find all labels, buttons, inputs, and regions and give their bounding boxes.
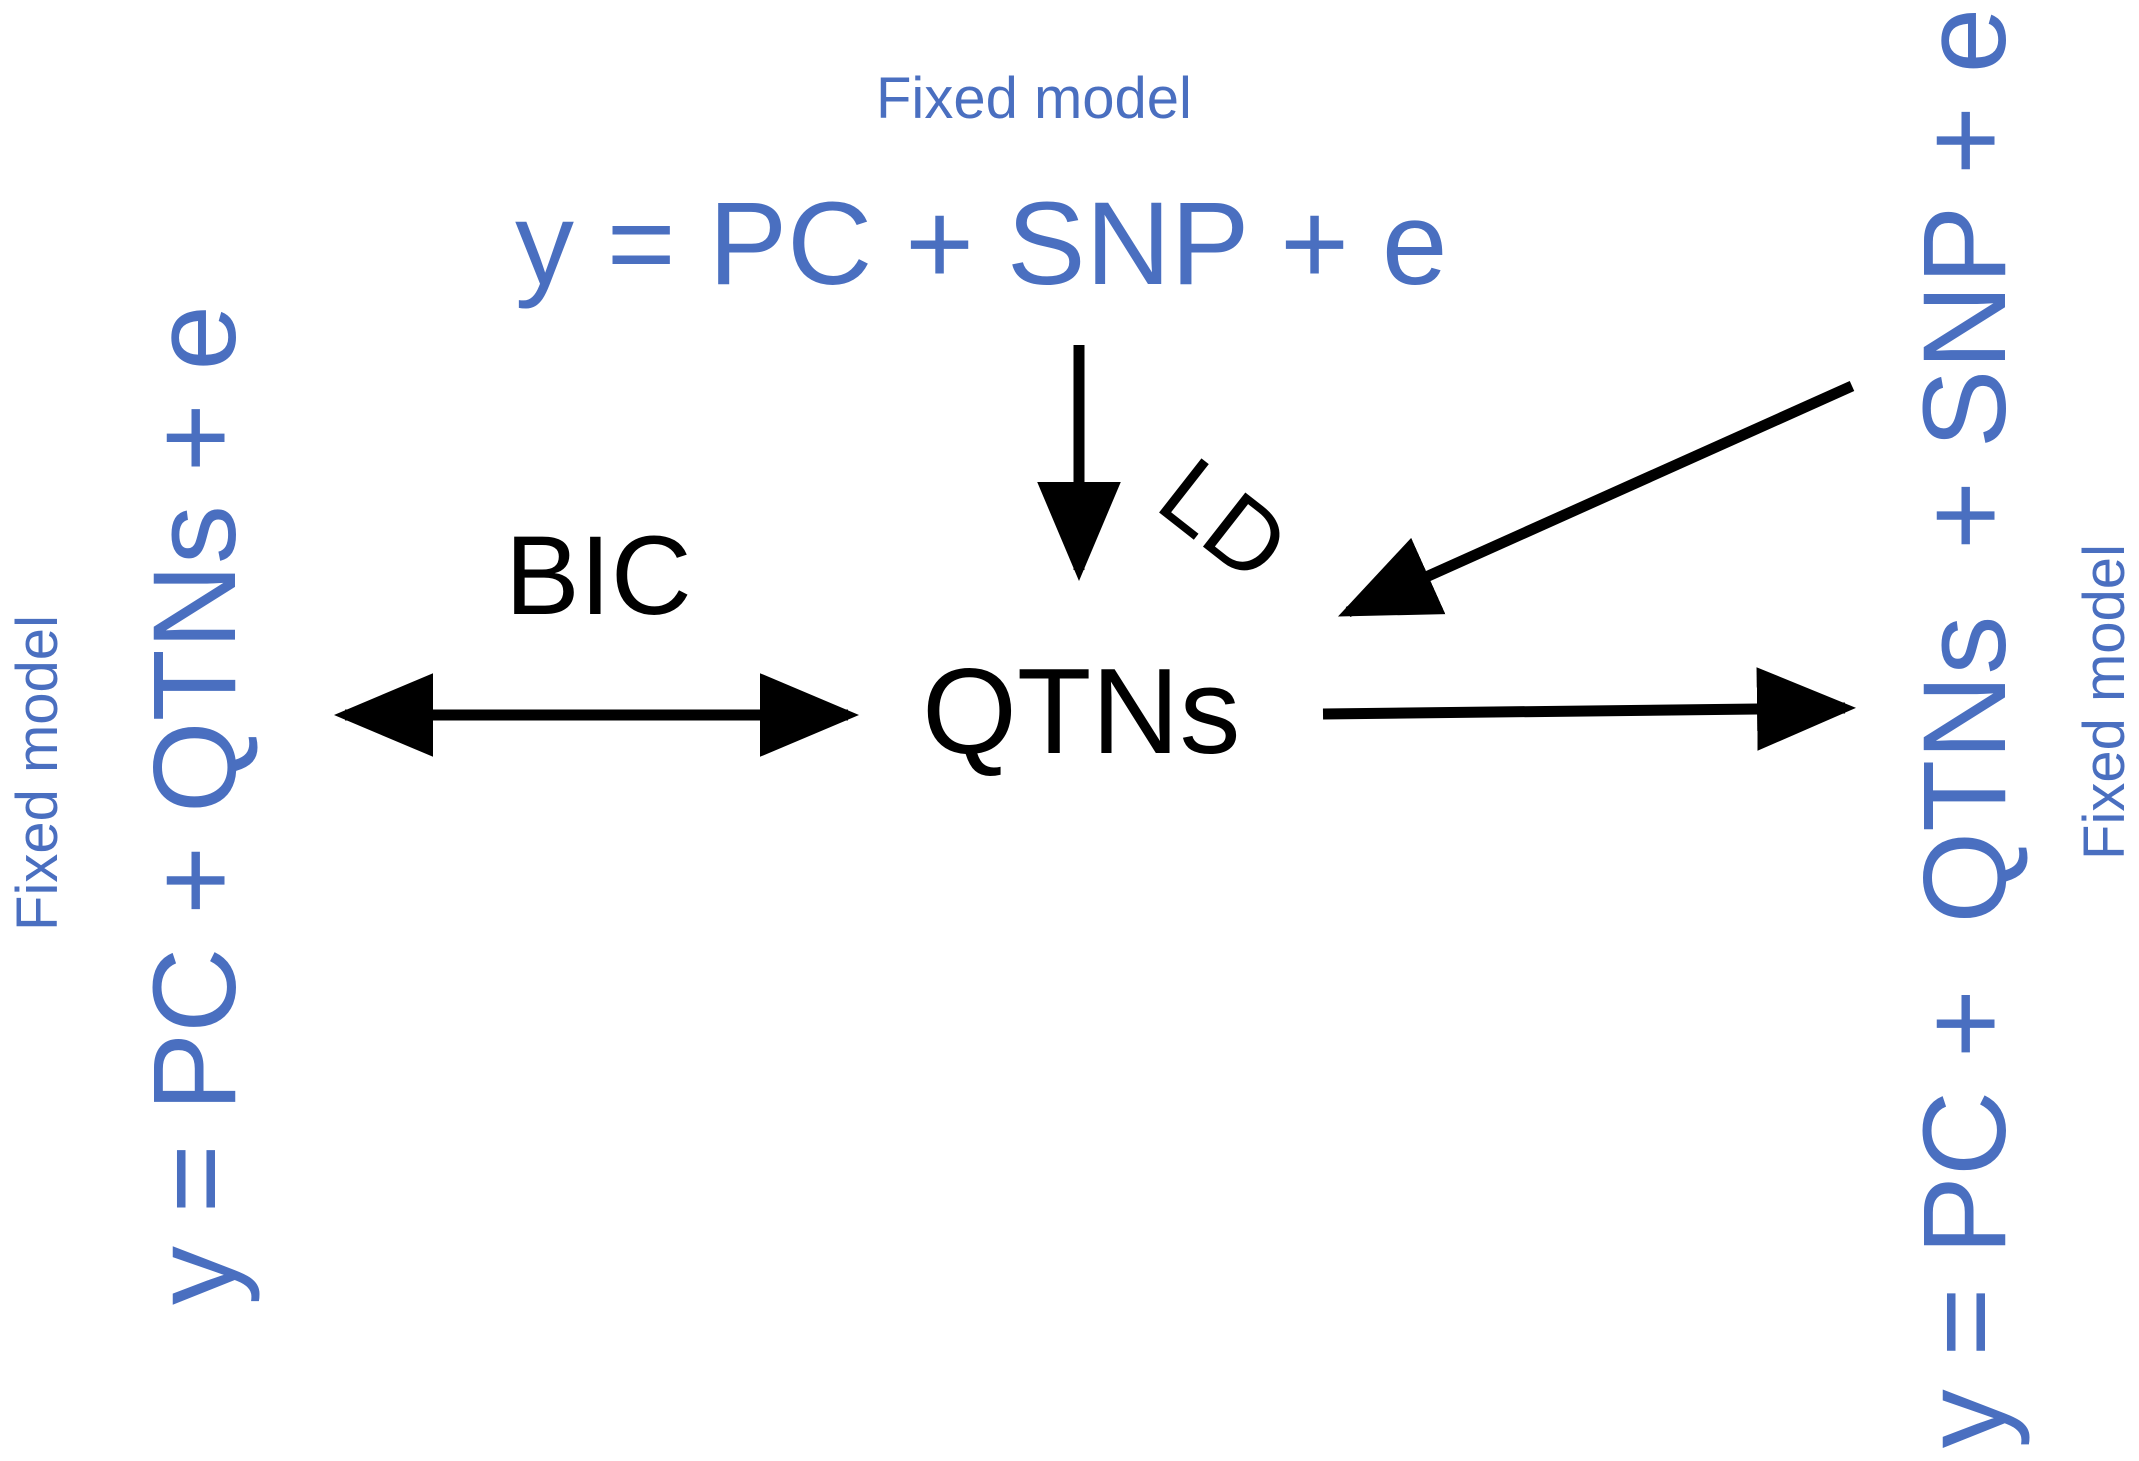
arrow-right-to-qtns-ld bbox=[1337, 380, 1855, 618]
arrow-qtns-to-right bbox=[1322, 667, 1856, 751]
right-model-caption: Fixed model bbox=[2072, 544, 2137, 860]
left-model-caption: Fixed model bbox=[5, 615, 70, 931]
bic-label: BIC bbox=[505, 513, 692, 638]
right-model-formula: y = PC + QTNs + SNP + e bbox=[1899, 7, 2031, 1449]
qtns-node: QTNs bbox=[922, 643, 1241, 779]
left-model-formula: y = PC + QTNs + e bbox=[129, 304, 261, 1306]
top-model-formula: y = PC + SNP + e bbox=[515, 178, 1448, 310]
top-model-caption: Fixed model bbox=[876, 66, 1192, 131]
